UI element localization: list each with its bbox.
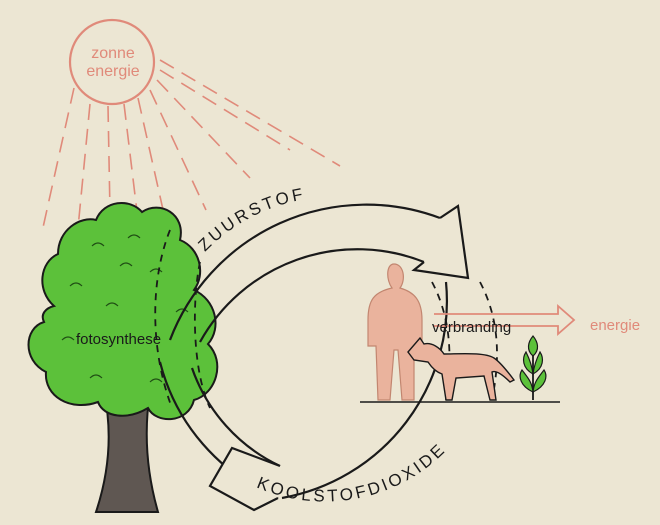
dog-figure [407,336,516,401]
energy-output-label: energie [590,317,640,334]
photosynthesis-boundary [154,229,211,409]
carbon-dioxide-arrow [158,281,448,512]
tree-trunk [94,391,160,513]
sun: zonne energie [68,18,156,106]
combustion-label: verbranding [432,319,511,336]
plant-icon [519,335,547,400]
human-figure [367,263,423,401]
sun-label-line2: energie [86,63,139,80]
photosynthesis-label: fotosynthese [76,331,161,348]
tree-canopy [27,201,219,421]
energy-output-arrow [434,304,576,336]
canopy-texture [61,234,189,383]
oxygen-arrow [168,203,470,343]
sun-label-line1: zonne [91,45,135,62]
